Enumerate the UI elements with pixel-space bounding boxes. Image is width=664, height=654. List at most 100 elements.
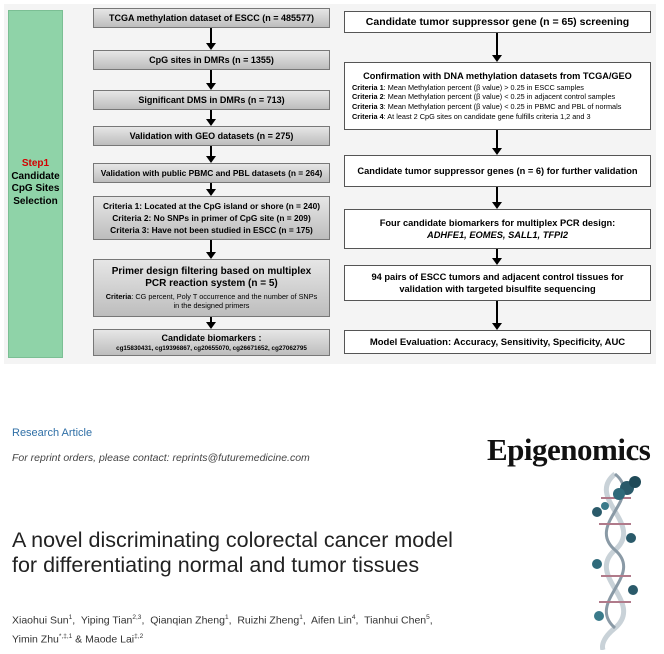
arrow-line [210, 70, 212, 83]
right-step-pcr: Four candidate biomarkers for multiplex … [344, 209, 651, 249]
author-affiliation: 2,3 [132, 614, 142, 621]
journal-logo: Epigenomics [487, 432, 651, 467]
arrow-line [210, 110, 212, 119]
author-list: Xiaohui Sun1, Yiping Tian2,3, Qianqian Z… [12, 614, 433, 645]
step-line: CpG Sites [11, 183, 60, 194]
biomarkers-list: cg15830431, cg19396867, cg20655070, cg26… [116, 344, 307, 352]
arrow-line [496, 33, 498, 55]
author-affiliation: 1 [224, 614, 229, 621]
arrow-head [206, 156, 216, 163]
left-step-text: TCGA methylation dataset of ESCC (n = 48… [109, 13, 314, 23]
right-step-tissues: 94 pairs of ESCC tumors and adjacent con… [344, 265, 651, 301]
primer-detail-text: : CG percent, Poly T occurrence and the … [131, 292, 318, 310]
reprint-notice: For reprint orders, please contact: repr… [12, 452, 310, 464]
article-type: Research Article [12, 427, 93, 439]
arrow-line [496, 187, 498, 202]
right-step-confirmation: Confirmation with DNA methylation datase… [344, 62, 651, 130]
left-step-biomarkers: Candidate biomarkers : cg15830431, cg193… [93, 329, 330, 356]
right-step-text: Candidate tumor suppressor genes (n = 6)… [357, 166, 638, 176]
criteria-row: Criteria 1: Mean Methylation percent (β … [345, 83, 650, 93]
criteria-label: Criteria 3 [352, 102, 384, 111]
author-name: Yimin Zhu [12, 633, 59, 645]
arrow-line [210, 317, 212, 322]
left-step-dmr: CpG sites in DMRs (n = 1355) [93, 50, 330, 70]
arrow-head [492, 258, 502, 265]
step-title: Step1 [21, 158, 50, 169]
author-affiliation: ‡,2 [134, 632, 144, 640]
arrow-line [496, 249, 498, 258]
arrow-head [206, 119, 216, 126]
author-affiliation: 5 [426, 614, 430, 621]
criteria-label: Criteria 2 [352, 92, 384, 102]
primer-title: Primer design filtering based on multipl… [111, 266, 312, 289]
arrow-head [492, 323, 502, 330]
arrow-head [206, 189, 216, 196]
step-label: Step1 Candidate CpG Sites Selection [8, 158, 63, 208]
author-join: & [72, 633, 86, 645]
confirmation-title: Confirmation with DNA methylation datase… [363, 70, 632, 81]
author-affiliation: *,‡,1 [58, 632, 73, 640]
criteria-text: : Mean Methylation percent (β value) < 0… [383, 92, 616, 102]
author-affiliation: 1 [68, 614, 73, 621]
arrow-line [210, 146, 212, 156]
author-name: Xiaohui Sun [12, 614, 69, 627]
criteria-line: Criteria 1: Located at the CpG island or… [102, 201, 321, 211]
author-name: Yiping Tian [80, 614, 133, 627]
arrow-line [210, 28, 212, 43]
step-panel [8, 10, 63, 358]
author-affiliation: 1 [299, 614, 303, 621]
left-step-primer: Primer design filtering based on multipl… [93, 259, 330, 317]
arrow-head [206, 43, 216, 50]
step-line: Selection [13, 195, 58, 207]
right-step-evaluation: Model Evaluation: Accuracy, Sensitivity,… [344, 330, 651, 354]
arrow-head [206, 252, 216, 259]
gene-list: ADHFE1, EOMES, SALL1, TFPI2 [426, 230, 569, 240]
left-step-criteria: Criteria 1: Located at the CpG island or… [93, 196, 330, 240]
right-step-text: Model Evaluation: Accuracy, Sensitivity,… [369, 336, 626, 348]
arrow-head [492, 55, 502, 62]
author-name: Maode Lai [85, 633, 135, 645]
right-step-screening: Candidate tumor suppressor gene (n = 65)… [344, 11, 651, 33]
pcr-title: Four candidate biomarkers for multiplex … [379, 218, 616, 228]
dna-helix-icon [592, 472, 641, 650]
criteria-text: : At least 2 CpG sites on candidate gene… [383, 111, 591, 121]
right-step-text: Candidate tumor suppressor gene (n = 65)… [365, 16, 630, 28]
left-step-tcga: TCGA methylation dataset of ESCC (n = 48… [93, 8, 330, 28]
author-affiliation: 4 [351, 614, 356, 621]
arrow-head [206, 83, 216, 90]
tissues-line: 94 pairs of ESCC tumors and adjacent con… [371, 272, 624, 282]
left-step-text: Validation with GEO datasets (n = 275) [129, 131, 294, 141]
arrow-head [492, 202, 502, 209]
arrow-line [496, 301, 498, 323]
criteria-row: Criteria 3: Mean Methylation percent (β … [345, 102, 650, 112]
arrow-line [210, 183, 212, 189]
criteria-text: : Mean Methylation percent (β value) > 0… [383, 82, 584, 92]
criteria-line: Criteria 3: Have not been studied in ESC… [110, 225, 313, 235]
criteria-label: Criteria 4 [352, 111, 384, 121]
criteria-line: Criteria 2: No SNPs in primer of CpG sit… [112, 213, 311, 223]
primer-detail-label: Criteria [105, 292, 132, 301]
step-line: Candidate [11, 170, 60, 182]
article-title: A novel discriminating colorectal cancer… [12, 528, 453, 577]
right-step-validation: Candidate tumor suppressor genes (n = 6)… [344, 155, 651, 187]
left-step-dms: Significant DMS in DMRs (n = 713) [93, 90, 330, 110]
criteria-row: Criteria 2: Mean Methylation percent (β … [345, 92, 650, 102]
left-step-text: Validation with public PBMC and PBL data… [100, 168, 323, 178]
primer-detail: Criteria: CG percent, Poly T occurrence … [94, 290, 329, 310]
arrow-line [210, 240, 212, 252]
left-step-pbmc: Validation with public PBMC and PBL data… [93, 163, 330, 183]
author-name: Tianhui Chen [364, 614, 427, 627]
arrow-head [492, 148, 502, 155]
author-name: Ruizhi Zheng [237, 614, 300, 627]
tissues-line: validation with targeted bisulfite seque… [399, 284, 596, 294]
left-step-geo: Validation with GEO datasets (n = 275) [93, 126, 330, 146]
author-name: Qianqian Zheng [150, 614, 225, 627]
author-name: Aifen Lin [311, 614, 352, 627]
left-step-text: CpG sites in DMRs (n = 1355) [149, 55, 274, 65]
arrow-head [206, 322, 216, 329]
left-step-text: Significant DMS in DMRs (n = 713) [138, 95, 285, 105]
criteria-row: Criteria 4: At least 2 CpG sites on cand… [345, 112, 650, 122]
biomarkers-title: Candidate biomarkers : [161, 332, 262, 343]
criteria-label: Criteria 1 [352, 82, 384, 92]
arrow-line [496, 130, 498, 148]
